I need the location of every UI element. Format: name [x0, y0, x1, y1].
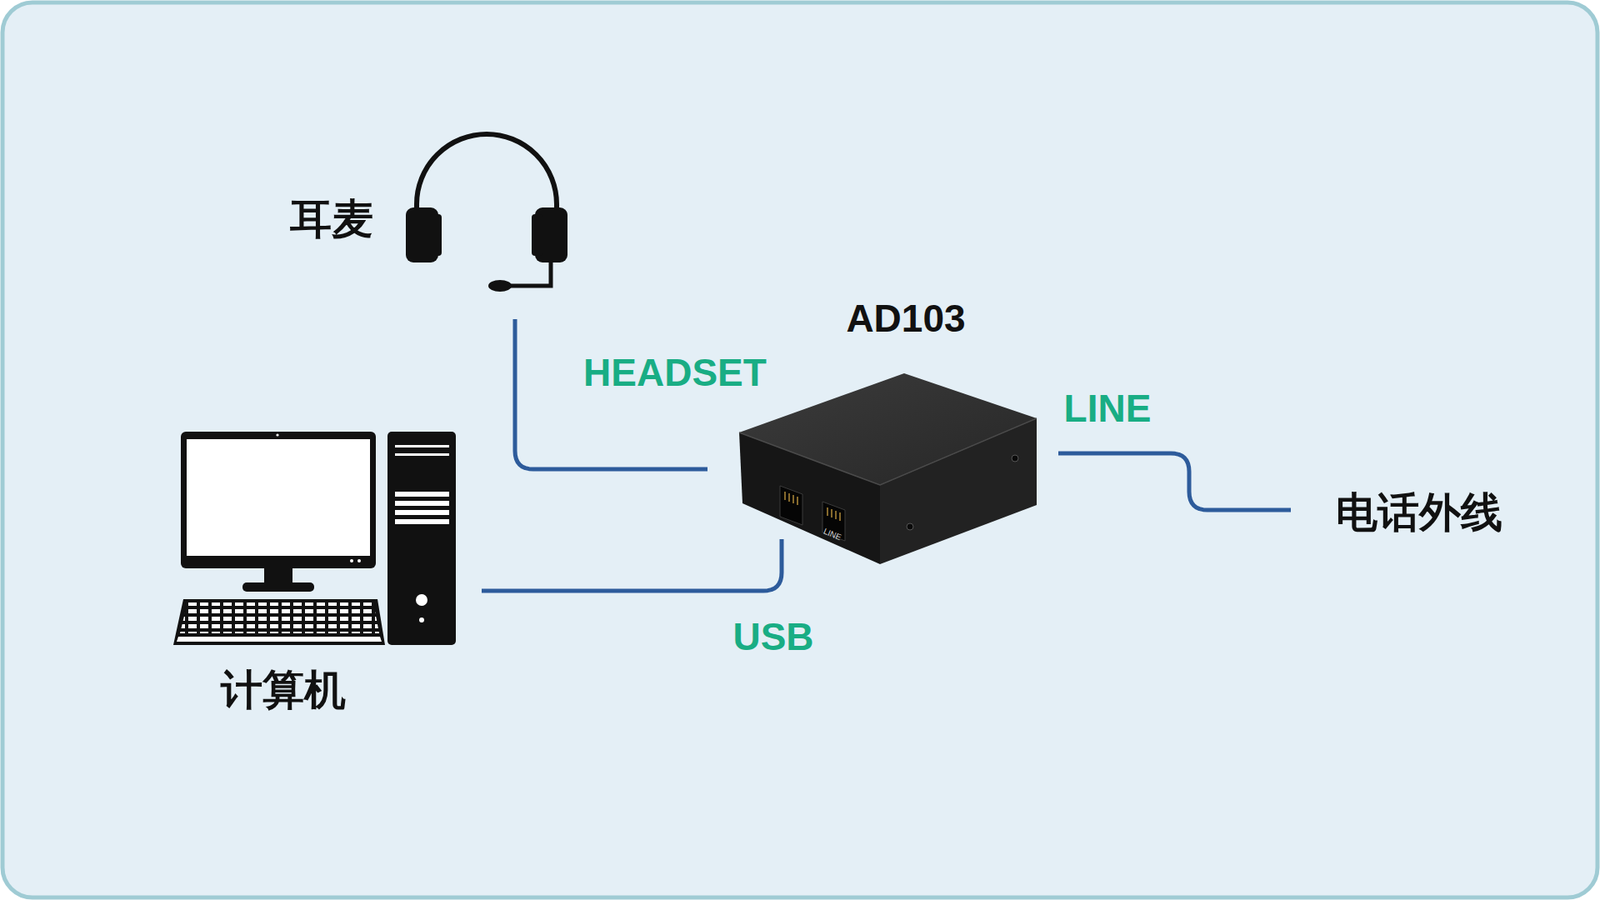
tower-slot [395, 445, 450, 448]
ear-cup [531, 214, 544, 256]
phone-line-node: 电话外线 [1290, 487, 1548, 538]
device-front [739, 432, 880, 565]
led-dot [350, 559, 354, 563]
keyboard [173, 599, 385, 645]
headset-node: 耳麦 [283, 129, 567, 320]
device-box [739, 373, 1037, 565]
tower-slot [395, 453, 450, 456]
jack-pins [785, 491, 798, 505]
node-label: 耳麦 [290, 191, 374, 248]
jack-pins [827, 507, 840, 521]
monitor-screen [186, 439, 370, 556]
monitor-base [242, 582, 315, 592]
port-label: HEADSET [583, 350, 767, 395]
cable-line [481, 539, 782, 591]
tower [387, 431, 456, 645]
headband [416, 134, 557, 219]
port-label: USB [732, 614, 814, 660]
camera-dot [275, 433, 279, 436]
headset-icon [405, 134, 568, 292]
rj-jack [780, 485, 803, 525]
keyboard-rim [176, 636, 382, 642]
cable-line [1058, 453, 1291, 510]
monitor [180, 431, 376, 569]
keyboard-keys [180, 602, 380, 634]
port-label: LINE [1064, 385, 1152, 431]
computer-icon [173, 431, 456, 645]
mic-capsule [488, 280, 512, 292]
device-side [880, 418, 1037, 565]
mic-boom [506, 260, 551, 286]
node-label: AD103 [845, 295, 965, 341]
node-label: 电话外线 [1335, 485, 1503, 541]
node-label: 计算机 [220, 662, 346, 719]
computer-node: 计算机 [166, 425, 482, 709]
tower-slot [395, 519, 450, 525]
tower-led [419, 617, 425, 623]
device-edge [739, 418, 1037, 485]
tower-slot [395, 491, 450, 497]
led-dot [357, 559, 361, 563]
screw [1011, 455, 1019, 462]
ear-cup [430, 214, 442, 256]
screw [906, 523, 914, 530]
device-node: AD103 [707, 295, 1059, 540]
tower-slot [395, 510, 450, 515]
power-button [415, 594, 428, 606]
tower-slot [395, 500, 450, 506]
